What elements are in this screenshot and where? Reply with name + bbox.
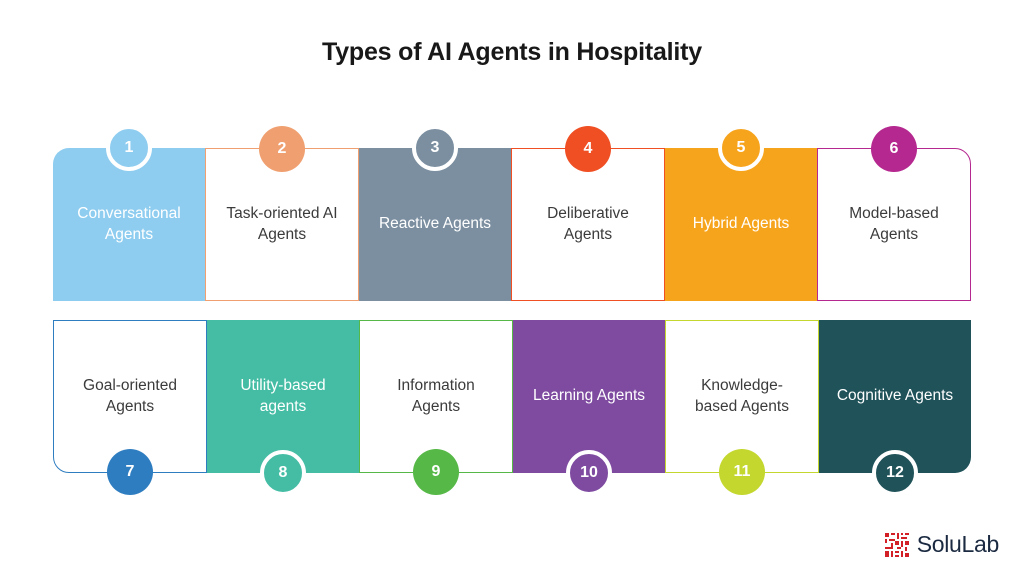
agent-card-2[interactable]: Task-oriented AI Agents 2 — [205, 126, 359, 301]
agent-card-9[interactable]: Information Agents 9 — [359, 320, 513, 495]
agent-badge-1[interactable]: 1 — [106, 125, 152, 171]
agent-badge-8[interactable]: 8 — [260, 450, 306, 496]
agent-badge-number: 4 — [583, 140, 593, 157]
agent-badge-9[interactable]: 9 — [413, 449, 459, 495]
agent-row-bottom: Goal-oriented Agents 7 Utility-based agent… — [53, 320, 971, 496]
logo-wordmark: SoluLab — [916, 531, 1000, 557]
agent-card-12[interactable]: Cognitive Agents 12 — [819, 320, 971, 496]
agent-badge-6[interactable]: 6 — [871, 126, 917, 172]
agent-card-1[interactable]: Conversational Agents 1 — [53, 125, 205, 301]
agent-badge-number: 7 — [125, 463, 135, 480]
agent-card-10[interactable]: Learning Agents 10 — [513, 320, 665, 496]
agent-badge-7[interactable]: 7 — [107, 449, 153, 495]
agent-card-7[interactable]: Goal-oriented Agents 7 — [53, 320, 207, 495]
agent-badge-number: 12 — [886, 464, 904, 481]
agent-badge-5[interactable]: 5 — [718, 125, 764, 171]
agent-card-label: Cognitive Agents — [836, 387, 954, 405]
agent-badge-number: 2 — [277, 140, 287, 157]
agent-badge-3[interactable]: 3 — [412, 125, 458, 171]
agent-badge-12[interactable]: 12 — [872, 450, 918, 496]
agent-card-label: Utility-based agents — [240, 376, 326, 415]
agent-card-label: Conversational Agents — [77, 204, 181, 243]
agent-card-4[interactable]: Deliberative Agents 4 — [511, 126, 665, 301]
qr-code-icon — [884, 532, 909, 557]
agent-card-6[interactable]: Model-based Agents 6 — [817, 126, 971, 301]
agent-badge-number: 5 — [736, 139, 746, 156]
agent-card-label: Goal-oriented Agents — [83, 376, 177, 415]
agent-card-label: Task-oriented AI Agents — [226, 204, 338, 243]
agent-badge-number: 9 — [431, 463, 441, 480]
agent-badge-10[interactable]: 10 — [566, 450, 612, 496]
agent-card-label: Reactive Agents — [378, 215, 491, 233]
agent-badge-number: 6 — [889, 140, 899, 157]
agent-card-label: Deliberative Agents — [547, 204, 629, 243]
agent-badge-11[interactable]: 11 — [719, 449, 765, 495]
agent-badge-number: 1 — [124, 139, 134, 156]
agent-card-label: Knowledge- based Agents — [695, 376, 789, 415]
agent-card-label: Learning Agents — [532, 387, 646, 405]
agent-card-label: Model-based Agents — [849, 204, 939, 243]
agent-card-label: Information Agents — [397, 376, 475, 415]
agent-badge-number: 10 — [580, 464, 598, 481]
agent-card-label: Hybrid Agents — [692, 215, 790, 233]
agent-badge-number: 3 — [430, 139, 440, 156]
agent-badge-2[interactable]: 2 — [259, 126, 305, 172]
agent-card-5[interactable]: Hybrid Agents 5 — [665, 125, 817, 301]
page-title: Types of AI Agents in Hospitality — [321, 38, 702, 66]
agent-card-3[interactable]: Reactive Agents 3 — [359, 125, 511, 301]
agent-badge-4[interactable]: 4 — [565, 126, 611, 172]
agent-badge-number: 8 — [278, 464, 288, 481]
agent-card-8[interactable]: Utility-based agents 8 — [207, 320, 359, 496]
solulab-logo: SoluLab — [884, 531, 1000, 558]
agent-badge-number: 11 — [733, 463, 751, 480]
agent-card-11[interactable]: Knowledge- based Agents 11 — [665, 320, 819, 495]
